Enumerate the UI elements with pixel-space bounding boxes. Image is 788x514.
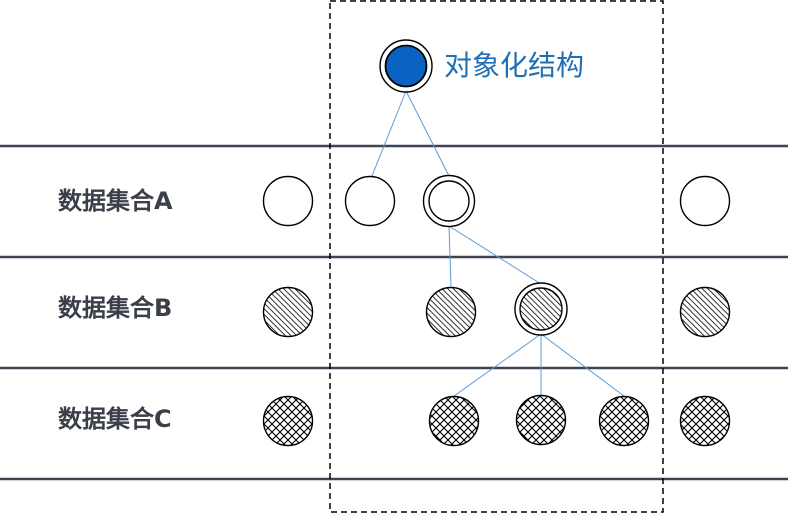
node-a-1 — [262, 175, 314, 227]
node-a-3-selected — [428, 180, 470, 222]
link-line — [540, 333, 625, 397]
row-label-b: 数据集合B — [58, 294, 172, 322]
node-c-2 — [428, 395, 480, 447]
link-line — [371, 90, 407, 177]
row-label-c: 数据集合C — [58, 405, 172, 433]
root-node — [384, 44, 428, 88]
node-b-3-selected — [519, 287, 563, 331]
node-b-2 — [425, 286, 477, 338]
link-line — [405, 90, 450, 177]
node-c-3 — [515, 394, 567, 446]
link-line — [453, 333, 542, 397]
node-a-4 — [679, 175, 731, 227]
node-b-1 — [262, 286, 314, 338]
structure-title: 对象化结构 — [444, 49, 584, 82]
node-c-5 — [679, 395, 731, 447]
node-a-2 — [344, 175, 396, 227]
link-line — [448, 225, 452, 288]
node-b-4 — [679, 286, 731, 338]
object-boundary-frame — [329, 0, 664, 513]
row-label-a: 数据集合A — [58, 187, 173, 215]
node-c-4 — [598, 395, 650, 447]
node-c-1 — [262, 395, 314, 447]
link-line — [448, 225, 542, 285]
